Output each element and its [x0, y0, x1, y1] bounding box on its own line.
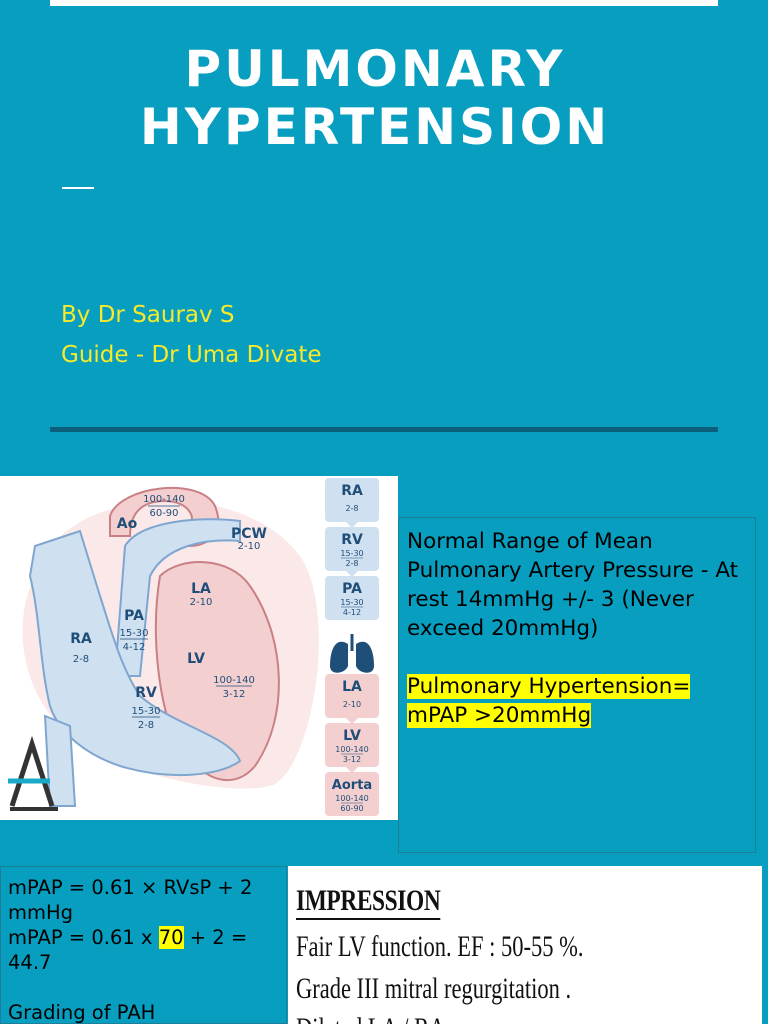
label-rv-bottom: 2-8 [138, 720, 154, 731]
guide-line: Guide - Dr Uma Divate [61, 342, 322, 368]
formula-line-1: mPAP = 0.61 × RVsP + 2 mmHg [8, 876, 253, 924]
lungs-icon [330, 634, 374, 673]
label-ao-bottom: 60-90 [149, 508, 178, 519]
grading-heading: Grading of PAH [8, 1001, 156, 1024]
label-pa: PA [124, 608, 144, 624]
label-lv-bottom: 3-12 [223, 689, 246, 700]
chain-value-bottom: 3-12 [343, 755, 361, 764]
label-la: LA [191, 581, 211, 597]
section-divider [50, 427, 718, 432]
chain-label: RV [341, 532, 363, 548]
report-line-3: Dilated LA / RA [296, 1012, 445, 1024]
pressure-chain: RA2-8RV15-302-8PA15-304-12LA2-10LV100-14… [325, 478, 379, 816]
chain-value-top: 15-30 [340, 598, 363, 607]
label-pcw: PCW [231, 526, 267, 542]
chain-label: Aorta [332, 778, 372, 793]
label-lv-top: 100-140 [213, 675, 255, 686]
label-ra: RA [70, 631, 92, 647]
heart-pressure-diagram: Ao 100-140 60-90 PCW 2-10 LA 2-10 PA 15-… [0, 476, 398, 820]
author-line: By Dr Saurav S [61, 302, 235, 328]
publisher-logo [8, 735, 58, 811]
normal-range-box: Normal Range of Mean Pulmonary Artery Pr… [398, 517, 756, 853]
formula-box: mPAP = 0.61 × RVsP + 2 mmHg mPAP = 0.61 … [0, 866, 287, 1024]
formula-line-2-suffix: + 2 = 44.7 [8, 926, 248, 974]
heart-diagram-svg: Ao 100-140 60-90 PCW 2-10 LA 2-10 PA 15-… [8, 478, 379, 816]
ph-definition-line-1: Pulmonary Hypertension= [407, 674, 691, 699]
ph-definition: Pulmonary Hypertension= mPAP >20mmHg [407, 672, 747, 730]
chain-value-bottom: 4-12 [343, 608, 361, 617]
chain-value-bottom: 2-8 [345, 559, 358, 568]
label-la-val: 2-10 [190, 597, 213, 608]
label-rv-top: 15-30 [131, 706, 160, 717]
label-pa-bottom: 4-12 [123, 642, 146, 653]
top-bar [50, 0, 718, 6]
ivc-shape [43, 714, 77, 807]
title-dash [62, 187, 94, 189]
chain-box-ra: RA 2-8 [325, 478, 379, 528]
normal-range-text: Normal Range of Mean Pulmonary Artery Pr… [407, 529, 739, 641]
formula-line-2: mPAP = 0.61 x 70 + 2 = 44.7 [8, 925, 279, 975]
label-pcw-val: 2-10 [238, 541, 261, 552]
chain-label: LA [342, 679, 362, 695]
chain-value-bottom: 60-90 [340, 804, 363, 813]
chain-label: RA [341, 483, 363, 499]
chain-value: 2-8 [345, 504, 358, 513]
chain-label: LV [343, 728, 361, 744]
title-line-2: HYPERTENSION [139, 98, 611, 156]
chain-label: PA [342, 581, 362, 597]
report-line-2: Grade III mitral regurgitation . [296, 972, 572, 1005]
label-rv: RV [135, 685, 157, 701]
formula-line-2-prefix: mPAP = 0.61 x [8, 926, 159, 949]
slide-title: PULMONARY HYPERTENSION [100, 40, 650, 156]
chain-value-top: 100-140 [335, 794, 368, 803]
report-line-1: Fair LV function. EF : 50-55 %. [296, 930, 584, 963]
right-heart-shape [28, 529, 242, 777]
report-heading: IMPRESSION [296, 884, 441, 920]
label-ra-val: 2-8 [73, 654, 89, 665]
label-pa-top: 15-30 [119, 628, 148, 639]
formula-rvsp-value: 70 [158, 926, 184, 949]
chain-value-top: 15-30 [340, 549, 363, 558]
label-lv: LV [187, 651, 205, 667]
chain-value-top: 100-140 [335, 745, 368, 754]
chain-value: 2-10 [343, 700, 361, 709]
echo-report-image: IMPRESSION Fair LV function. EF : 50-55 … [288, 866, 762, 1024]
ph-definition-line-2: mPAP >20mmHg [407, 703, 592, 728]
label-ao: Ao [117, 516, 138, 532]
chain-box-la: LA 2-10 [325, 674, 379, 724]
title-line-1: PULMONARY [184, 40, 566, 98]
label-ao-top: 100-140 [143, 494, 185, 505]
pulmonary-trunk-shape [113, 518, 241, 677]
